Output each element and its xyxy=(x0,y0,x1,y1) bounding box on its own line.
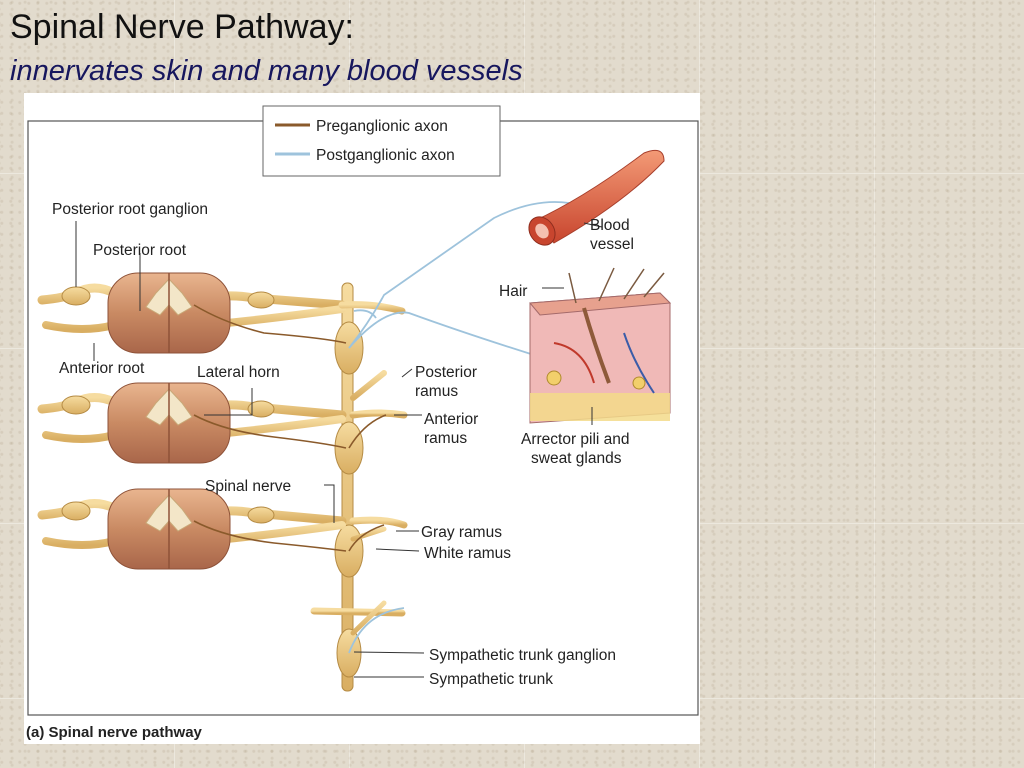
label-anterior-ramus-line2: ramus xyxy=(424,430,467,447)
legend-preganglionic-label: Preganglionic axon xyxy=(316,118,448,135)
label-blood-vessel-line1: Blood xyxy=(590,217,630,234)
leader-lines xyxy=(75,221,603,678)
label-white-ramus: White ramus xyxy=(424,545,511,562)
label-blood-vessel-line2: vessel xyxy=(590,236,634,253)
legend-postganglionic-label: Postganglionic axon xyxy=(316,147,455,164)
figure-caption: (a) Spinal nerve pathway xyxy=(26,724,203,741)
label-sympathetic-trunk: Sympathetic trunk xyxy=(429,671,553,688)
diagram-figure: Preganglionic axon Postganglionic axon xyxy=(24,93,700,744)
slide-subtitle: innervates skin and many blood vessels xyxy=(10,55,523,87)
label-sympathetic-trunk-ganglion: Sympathetic trunk ganglion xyxy=(429,647,616,664)
label-posterior-ramus-line2: ramus xyxy=(415,383,458,400)
spinal-cord-segment-3 xyxy=(37,488,347,570)
spinal-cord-segment-2 xyxy=(37,382,347,464)
label-gray-ramus: Gray ramus xyxy=(421,524,502,541)
label-posterior-ramus-line1: Posterior xyxy=(415,364,477,381)
caption-text: Spinal nerve pathway xyxy=(49,724,203,741)
label-anterior-ramus-line1: Anterior xyxy=(424,411,478,428)
caption-part: (a) xyxy=(26,724,44,741)
spinal-cord-segment-1 xyxy=(37,272,347,354)
spinal-nerve-pathway-diagram: Preganglionic axon Postganglionic axon xyxy=(26,105,699,741)
label-posterior-root-ganglion: Posterior root ganglion xyxy=(52,201,208,218)
skin-illustration xyxy=(528,267,672,424)
slide-title: Spinal Nerve Pathway: xyxy=(10,8,354,46)
legend: Preganglionic axon Postganglionic axon xyxy=(262,105,501,177)
preganglionic-axons xyxy=(193,304,387,552)
blood-vessel-illustration xyxy=(528,149,665,246)
label-arrector-line2: sweat glands xyxy=(531,450,622,467)
label-posterior-root: Posterior root xyxy=(93,242,187,259)
label-arrector-line1: Arrector pili and xyxy=(521,431,630,448)
label-spinal-nerve: Spinal nerve xyxy=(205,478,291,495)
label-lateral-horn: Lateral horn xyxy=(197,364,280,381)
label-hair: Hair xyxy=(499,283,527,300)
label-anterior-root: Anterior root xyxy=(59,360,145,377)
